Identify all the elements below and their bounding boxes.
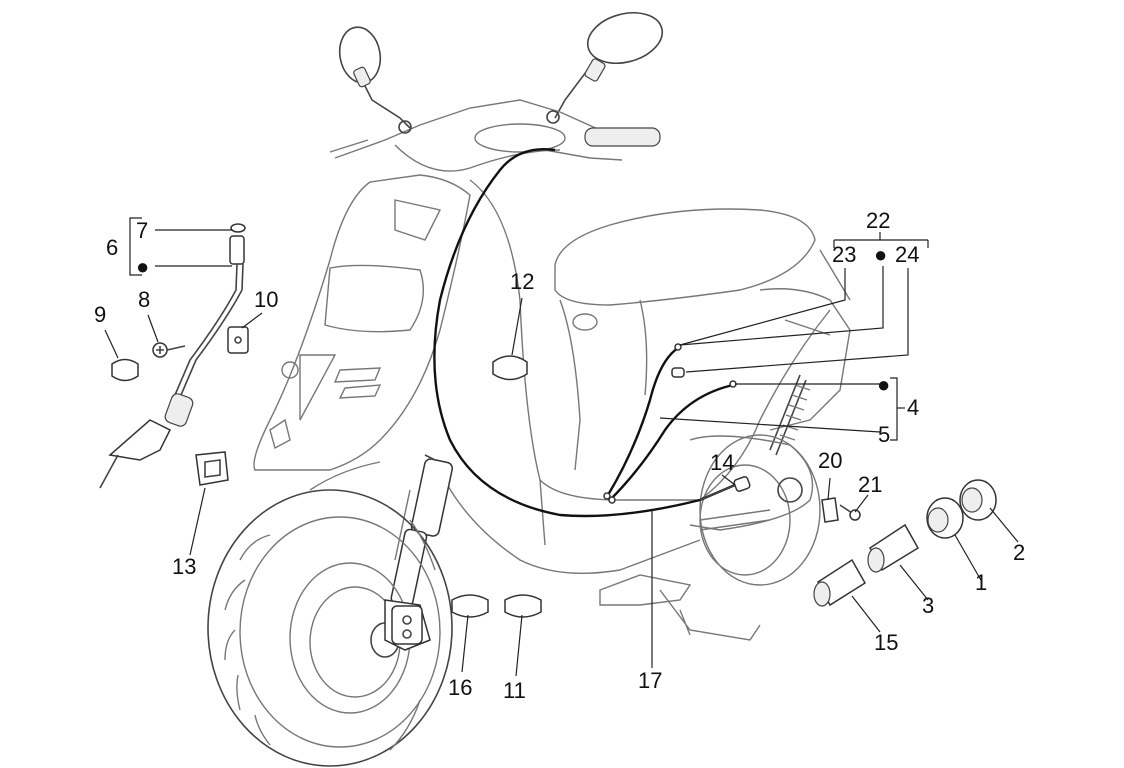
part-21-bolt <box>839 504 861 521</box>
callout-8: 8 <box>138 287 150 312</box>
callout-2: 2 <box>1013 540 1025 565</box>
callout-15: 15 <box>874 630 898 655</box>
part-1-bush <box>926 497 964 539</box>
scooter-outline <box>207 12 851 767</box>
cables <box>433 148 751 518</box>
part-10-clip <box>227 326 249 354</box>
part-16-ring <box>451 594 489 618</box>
speedometer-cable <box>433 148 736 518</box>
part-9-clamp <box>111 358 139 382</box>
center-stand <box>599 574 761 641</box>
rear-body <box>759 249 851 431</box>
body-panels <box>309 179 831 575</box>
callout-16: 16 <box>448 675 472 700</box>
front-fork <box>390 454 454 607</box>
callout-12: 12 <box>510 269 534 294</box>
callout-17: 17 <box>638 668 662 693</box>
callout-6: 6 <box>106 235 118 260</box>
callout-22: 22 <box>866 208 890 233</box>
bullet-4: ● <box>877 372 890 397</box>
rear-shock <box>769 374 811 456</box>
part-8-screw <box>152 342 186 358</box>
callout-23: 23 <box>832 242 856 267</box>
separate-parts <box>99 223 997 618</box>
callout-5: 5 <box>878 422 890 447</box>
callout-labels: 1 2 3 4 5 6 7 8 9 10 11 12 13 14 15 16 1… <box>94 208 1025 703</box>
callout-13: 13 <box>172 554 196 579</box>
right-mirror <box>554 12 664 119</box>
callout-24: 24 <box>895 242 919 267</box>
bullet-6: ● <box>136 254 149 279</box>
cable-23-24 <box>606 347 679 496</box>
part-20-bracket <box>821 497 839 523</box>
engine-rear-wheel <box>689 434 821 586</box>
front-brake-caliper <box>391 605 423 645</box>
callout-3: 3 <box>922 593 934 618</box>
leader-lines <box>104 217 1019 677</box>
part-2-bush <box>959 479 997 521</box>
front-shield <box>253 174 471 471</box>
callout-11: 11 <box>503 678 526 703</box>
part-6-speedo-cable-assembly <box>99 223 246 489</box>
callout-10: 10 <box>254 287 278 312</box>
seat <box>554 208 816 471</box>
part-3-sleeve <box>867 523 920 573</box>
callout-7: 7 <box>136 218 148 243</box>
part-12-ring <box>492 355 528 381</box>
handlebar <box>329 99 661 172</box>
part-15-sleeve <box>813 558 867 607</box>
callout-14: 14 <box>710 450 734 475</box>
callout-1: 1 <box>975 570 987 595</box>
cable-4-5 <box>609 383 734 501</box>
part-11-ring <box>504 594 542 618</box>
callout-21: 21 <box>858 472 882 497</box>
callout-20: 20 <box>818 448 842 473</box>
part-13-holder <box>195 451 229 486</box>
callout-9: 9 <box>94 302 106 327</box>
left-mirror <box>338 26 411 129</box>
callout-4: 4 <box>907 395 919 420</box>
bullet-22: ● <box>874 242 887 267</box>
